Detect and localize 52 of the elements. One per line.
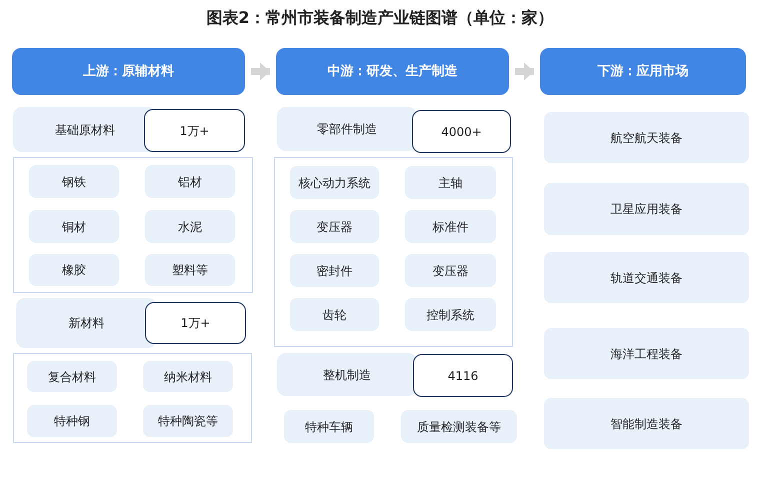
count-box bbox=[145, 302, 246, 344]
category-label: 新材料 bbox=[68, 315, 106, 331]
item-label: 复合材料 bbox=[47, 368, 97, 384]
item-label: 铝材 bbox=[177, 174, 203, 190]
stage-title: 下游：应用市场 bbox=[596, 64, 690, 80]
group-panel bbox=[13, 353, 252, 443]
item-label: 航空航天装备 bbox=[610, 130, 684, 146]
item-label: 主轴 bbox=[438, 174, 464, 190]
item-label: 卫星应用装备 bbox=[610, 201, 684, 217]
flow-arrow bbox=[515, 62, 534, 80]
item-label: 标准件 bbox=[432, 218, 470, 234]
count-value: 4116 bbox=[446, 368, 480, 384]
item-label: 质量检测装备等 bbox=[416, 418, 502, 434]
flow-arrow bbox=[251, 62, 270, 80]
stage-header bbox=[12, 48, 245, 95]
item-label: 纳米材料 bbox=[163, 368, 213, 384]
item-label: 水泥 bbox=[177, 218, 203, 234]
item-label: 控制系统 bbox=[426, 306, 476, 322]
item-label: 特种车辆 bbox=[304, 418, 354, 434]
item-label: 铜材 bbox=[61, 218, 87, 234]
category-box bbox=[277, 353, 417, 396]
item-label: 变压器 bbox=[316, 218, 354, 234]
category-label: 零部件制造 bbox=[316, 121, 378, 137]
count-box bbox=[412, 110, 511, 153]
item-label: 变压器 bbox=[432, 262, 470, 278]
count-value: 1万+ bbox=[178, 122, 210, 138]
group-panel bbox=[274, 157, 513, 347]
category-box bbox=[277, 107, 417, 151]
item-label: 特种钢 bbox=[53, 413, 91, 429]
item-label: 密封件 bbox=[316, 262, 354, 278]
item-label: 特种陶瓷等 bbox=[157, 413, 219, 429]
count-box bbox=[144, 109, 245, 152]
item-label: 齿轮 bbox=[322, 306, 348, 322]
stage-header bbox=[540, 48, 746, 95]
count-value: 1万+ bbox=[180, 315, 212, 331]
category-label: 整机制造 bbox=[322, 366, 372, 382]
stage-title: 中游：研发、生产制造 bbox=[326, 64, 458, 80]
item-label: 橡胶 bbox=[61, 262, 87, 278]
count-box bbox=[413, 354, 513, 397]
chart-title: 图表2：常州市装备制造产业链图谱（单位：家） bbox=[205, 7, 555, 29]
item-label: 钢铁 bbox=[61, 174, 87, 190]
item-label: 核心动力系统 bbox=[298, 174, 372, 190]
item-label: 智能制造装备 bbox=[610, 416, 684, 432]
category-box bbox=[16, 298, 157, 348]
stage-title: 上游：原辅材料 bbox=[82, 64, 175, 80]
item-label: 海洋工程装备 bbox=[610, 346, 684, 362]
category-label: 基础原材料 bbox=[54, 122, 116, 138]
item-label: 轨道交通装备 bbox=[610, 270, 684, 286]
item-label: 塑料等 bbox=[171, 262, 209, 278]
count-value: 4000+ bbox=[440, 124, 483, 140]
group-panel bbox=[13, 157, 253, 293]
stage-header bbox=[276, 48, 509, 95]
